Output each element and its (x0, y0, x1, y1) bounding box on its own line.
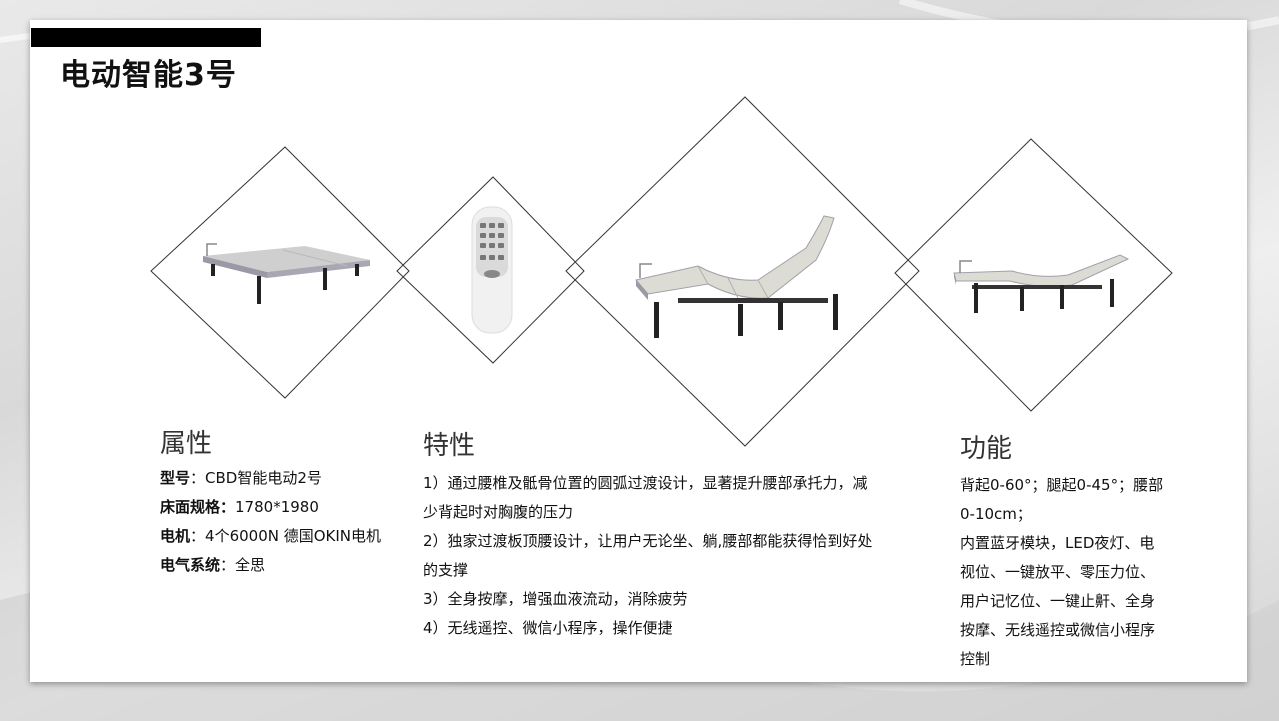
feature-line: 3）全身按摩，增强血液流动，消除疲劳 (423, 590, 688, 608)
function-line: 背起0-60°；腿起0-45°；腰部 (960, 476, 1164, 494)
function-line: 用户记忆位、一键止鼾、全身 (960, 592, 1156, 610)
diamond-frame-3 (565, 96, 920, 447)
functions-list: 背起0-60°；腿起0-45°；腰部 0-10cm； 内置蓝牙模块，LED夜灯、… (960, 471, 1163, 674)
page-title: 电动智能3号 (60, 58, 237, 93)
raised-bed-image (635, 215, 838, 338)
attribute-size: 床面规格：1780*1980 (160, 498, 319, 516)
feature-line: 的支撑 (423, 561, 469, 579)
remote-control-image (471, 206, 513, 334)
feature-line: 4）无线遥控、微信小程序，操作便捷 (423, 619, 673, 637)
feature-line: 2）独家过渡板顶腰设计，让用户无论坐、躺,腰部都能获得恰到好处 (423, 532, 873, 550)
diamond-frame-1 (150, 146, 410, 399)
diamond-frames (150, 96, 1173, 447)
function-line: 内置蓝牙模块，LED夜灯、电 (960, 534, 1155, 552)
attributes-list: 型号：CBD智能电动2号 床面规格：1780*1980 电机：4个6000N 德… (160, 464, 381, 580)
zero-gravity-bed-image (953, 254, 1130, 313)
attributes-heading: 属性 (160, 429, 213, 459)
diamond-frame-2 (396, 176, 585, 364)
attribute-motor: 电机：4个6000N 德国OKIN电机 (160, 527, 382, 545)
features-heading: 特性 (423, 431, 476, 461)
slide-panel: 电动智能3号 (30, 20, 1247, 682)
functions-heading: 功能 (960, 434, 1013, 464)
flat-bed-image (203, 243, 370, 304)
attribute-electrical: 电气系统：全思 (160, 556, 266, 574)
diamond-frame-4 (894, 138, 1173, 412)
title-accent-bar (31, 28, 261, 47)
function-line: 视位、一键放平、零压力位、 (960, 563, 1156, 581)
features-list: 1）通过腰椎及骶骨位置的圆弧过渡设计，显著提升腰部承托力，减 少背起时对胸腹的压… (423, 469, 872, 643)
attribute-model: 型号：CBD智能电动2号 (160, 469, 322, 487)
function-line: 控制 (960, 650, 991, 668)
feature-line: 1）通过腰椎及骶骨位置的圆弧过渡设计，显著提升腰部承托力，减 (423, 474, 868, 492)
feature-line: 少背起时对胸腹的压力 (423, 503, 574, 521)
function-line: 0-10cm； (960, 505, 1032, 523)
function-line: 按摩、无线遥控或微信小程序 (960, 621, 1156, 639)
